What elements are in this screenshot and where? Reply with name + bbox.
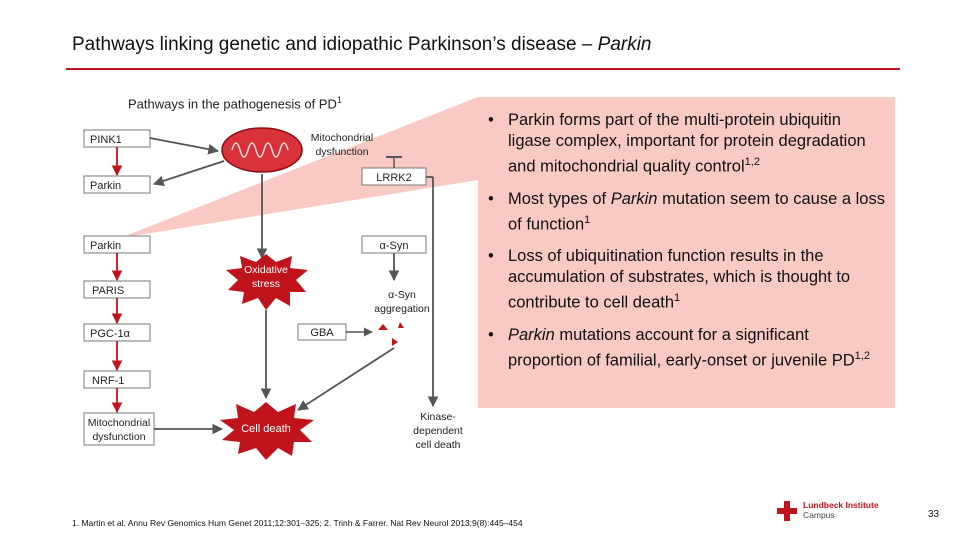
svg-text:NRF-1: NRF-1: [92, 375, 124, 387]
svg-text:LRRK2: LRRK2: [376, 172, 411, 184]
title-italic: Parkin: [597, 34, 652, 55]
bullet-dot: •: [488, 325, 494, 344]
key-points-list: • Parkin forms part of the multi-protein …: [486, 110, 886, 382]
bullet-text: Most types of: [508, 189, 611, 208]
node-gba: GBA: [297, 323, 347, 341]
node-asyn: α-Syn: [361, 235, 427, 254]
aggregation-icon: [378, 322, 404, 346]
node-lrrk2: LRRK2: [361, 167, 427, 186]
bullet-dot: •: [488, 247, 494, 265]
bullet-dot: •: [488, 111, 494, 129]
logo-subtitle: Campus: [803, 510, 835, 520]
bullet-item: • Parkin forms part of the multi-protein …: [486, 110, 886, 178]
bullet-italic: Parkin: [508, 325, 555, 344]
bullet-item: • Loss of ubiquitination function results…: [486, 246, 886, 314]
svg-text:Cell death: Cell death: [241, 423, 291, 435]
node-nrf1: NRF-1: [83, 370, 151, 389]
title-text: Pathways linking genetic and idiopathic …: [72, 34, 598, 55]
cell-death-burst: Cell death: [220, 402, 314, 460]
bullet-text: mutations account for a significant prop…: [508, 325, 855, 370]
lundbeck-logo: Lundbeck Institute Campus: [776, 499, 906, 523]
asyn-aggregation-label-1: α-Syn: [388, 289, 416, 301]
logo-name: Lundbeck Institute: [803, 500, 879, 510]
node-pgc1a: PGC-1α: [83, 323, 151, 342]
diagram-heading: Pathways in the pathogenesis of PD1: [128, 95, 342, 111]
bullet-sup: 1: [584, 213, 591, 226]
node-parkin-top: Parkin: [83, 175, 151, 194]
svg-text:stress: stress: [252, 278, 280, 290]
node-parkin-mid: Parkin: [83, 235, 151, 254]
svg-text:GBA: GBA: [310, 327, 334, 339]
node-pink1: PINK1: [83, 129, 151, 148]
kinase-cell-death-label-1: Kinase-: [420, 411, 456, 423]
kinase-cell-death-label-2: dependent: [413, 425, 463, 437]
title-divider: [66, 68, 900, 70]
svg-text:Parkin: Parkin: [90, 180, 121, 192]
page-number: 33: [928, 509, 940, 520]
oxidative-stress-burst: Oxidative stress: [226, 254, 308, 310]
bullet-sup: 1,2: [744, 156, 760, 168]
bullet-italic: Parkin: [610, 189, 658, 208]
diagram-heading-text: Pathways in the pathogenesis of PD: [128, 96, 337, 112]
asyn-aggregation-label-2: aggregation: [374, 303, 430, 315]
bullet-text: Loss of ubiquitination function results …: [508, 247, 851, 312]
node-mito-dysfunction-bottom: Mitochondrial dysfunction: [83, 412, 155, 446]
bullet-item: • Parkin mutations account for a signific…: [486, 325, 886, 372]
reference-footnote: 1. Martin et al. Annu Rev Genomics Hum G…: [72, 518, 523, 528]
bullet-sup: 1: [674, 292, 681, 304]
svg-text:PINK1: PINK1: [90, 134, 122, 146]
lundbeck-logo-icon: [777, 501, 797, 521]
callout-pointer: [120, 97, 478, 238]
bullet-dot: •: [488, 189, 494, 208]
svg-text:dysfunction: dysfunction: [92, 431, 145, 443]
diagram-heading-sup: 1: [336, 95, 342, 105]
bullet-item: • Most types of Parkin mutation seem to c…: [486, 189, 886, 236]
svg-text:PARIS: PARIS: [92, 285, 124, 297]
bullet-sup: 1,2: [854, 349, 870, 362]
svg-text:PGC-1α: PGC-1α: [90, 328, 131, 340]
bullet-text: Parkin forms part of the multi-protein u…: [508, 111, 866, 176]
bullet-text: mutation seem to cause a loss of functio…: [508, 189, 885, 234]
svg-text:α-Syn: α-Syn: [380, 240, 409, 252]
callout-panel: [478, 97, 895, 408]
slide-title: Pathways linking genetic and idiopathic …: [72, 34, 652, 56]
kinase-cell-death-label-3: cell death: [416, 439, 461, 451]
mito-dysfunction-top-label-2: dysfunction: [315, 146, 368, 158]
svg-text:Parkin: Parkin: [90, 240, 121, 252]
mitochondrion-icon: [221, 127, 303, 173]
svg-text:Oxidative: Oxidative: [244, 264, 288, 276]
svg-text:Mitochondrial: Mitochondrial: [88, 417, 150, 429]
node-paris: PARIS: [83, 280, 151, 299]
mito-dysfunction-top-label-1: Mitochondrial: [311, 132, 373, 144]
